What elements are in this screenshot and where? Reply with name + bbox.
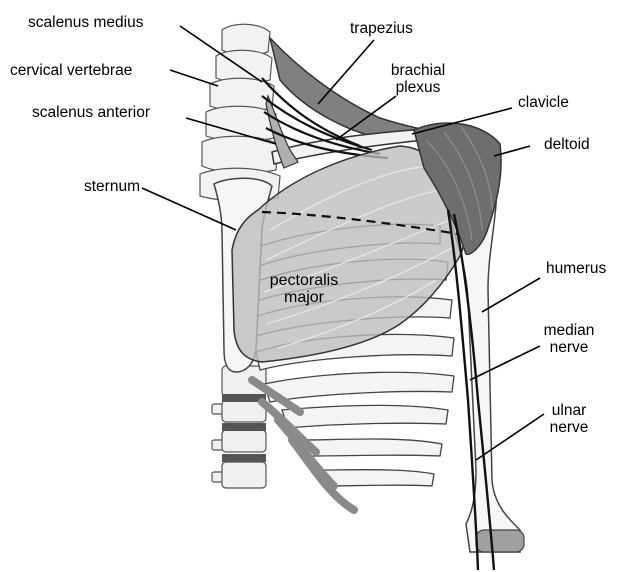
label-pectoralis-major-line-2: major: [262, 289, 346, 306]
label-ulnar-nerve-line-1: ulnar: [544, 402, 594, 419]
label-sternum: sternum: [84, 178, 140, 195]
label-median-nerve-line-1: median: [540, 322, 598, 339]
label-humerus: humerus: [546, 260, 606, 277]
label-scalenus-medius: scalenus medius: [28, 14, 143, 31]
label-cervical-vertebrae: cervical vertebrae: [10, 62, 132, 79]
label-pectoralis-major: pectoralis major: [262, 272, 346, 306]
label-brachial-plexus: brachial plexus: [388, 62, 448, 96]
label-scalenus-anterior: scalenus anterior: [32, 104, 150, 121]
label-trapezius: trapezius: [350, 20, 413, 37]
label-median-nerve-line-2: nerve: [540, 339, 598, 356]
label-brachial-plexus-line-2: plexus: [388, 79, 448, 96]
label-median-nerve: median nerve: [540, 322, 598, 356]
label-deltoid: deltoid: [544, 136, 590, 153]
label-clavicle: clavicle: [518, 94, 569, 111]
humerus-condyle: [476, 530, 524, 552]
label-ulnar-nerve-line-2: nerve: [544, 419, 594, 436]
label-ulnar-nerve: ulnar nerve: [544, 402, 594, 436]
label-brachial-plexus-line-1: brachial: [388, 62, 448, 79]
label-pectoralis-major-line-1: pectoralis: [262, 272, 346, 289]
